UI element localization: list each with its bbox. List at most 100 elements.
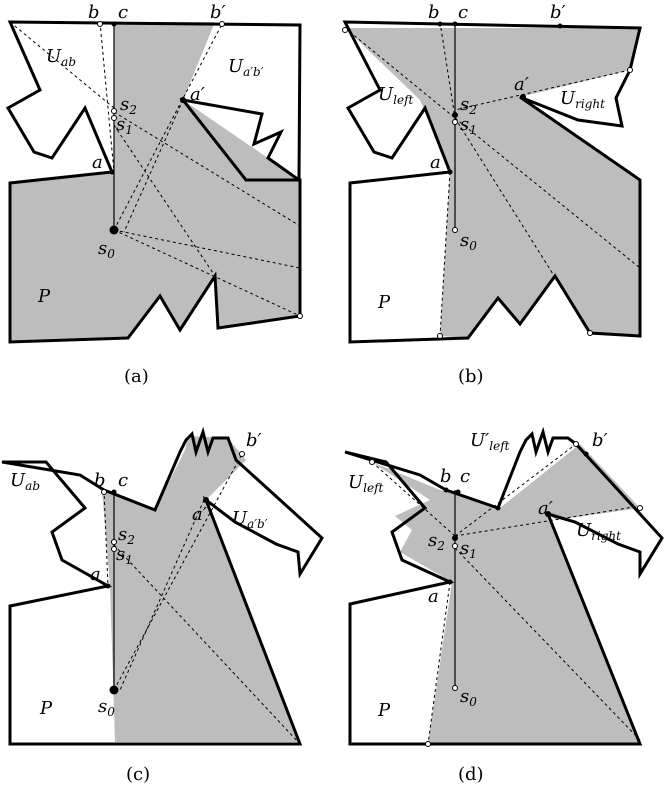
panel-c-dotted-ray-3 — [103, 489, 109, 587]
panel-d-polygon — [344, 426, 664, 746]
panel-d-dotted-ray-4 — [454, 547, 641, 741]
panel-a-label-U-apbp: Ua′b′ — [228, 56, 264, 79]
panel-c-polygon — [1, 426, 324, 746]
panel-d-point-s2 — [452, 535, 458, 541]
panel-c-label-b-prime: b′ — [246, 430, 262, 451]
panel-b-label-b-prime: b′ — [550, 2, 566, 23]
panel-d-label-a-prime: a′ — [538, 498, 553, 519]
panel-d-label-U-left-prime: U′left — [470, 430, 510, 453]
panel-a-point-end-1 — [297, 313, 303, 319]
panel-c-point-s1 — [111, 546, 117, 552]
panel-b-dotted-ray-3 — [454, 117, 641, 269]
panel-a: b c b′ Uab Ua′b′ a′ s2 s1 a s0 P (a) — [5, 2, 303, 387]
panel-b-point-s1 — [452, 119, 458, 125]
panel-b-point-b — [437, 21, 443, 27]
panel-d-point-bottom — [425, 741, 431, 747]
panel-d-caption: (d) — [458, 764, 484, 785]
panel-b-point-a-prime — [520, 94, 526, 100]
panel-b-dotted-ray-4 — [454, 117, 591, 334]
panel-a-dotted-line-Uab — [9, 21, 115, 109]
panel-b-point-bottom-1 — [437, 333, 443, 339]
panel-a-visible-region — [10, 22, 300, 342]
panel-d-point-right-end — [637, 505, 643, 511]
panel-c-label-s0: s0 — [98, 696, 115, 719]
panel-a-label-s0: s0 — [98, 238, 115, 261]
panel-a-point-s1 — [111, 115, 117, 121]
panel-b-caption: (b) — [458, 366, 484, 387]
panel-a-label-c: c — [118, 2, 128, 23]
panel-d-label-b-prime: b′ — [592, 430, 608, 451]
panel-d-dotted-ray-3 — [454, 505, 641, 537]
panel-c-point-s2 — [111, 539, 117, 545]
panel-a-dotted-line-b — [99, 21, 115, 173]
panel-b-dotted-ray-6 — [439, 21, 456, 119]
panel-a-point-a — [109, 169, 115, 175]
panel-c-label-P: P — [39, 698, 53, 719]
panel-c: b c b′ Uab Ua′b′ a′ s2 s1 a s0 P (c) — [1, 426, 324, 785]
panel-b-label-s1: s1 — [460, 114, 477, 137]
panel-c-label-a-prime: a′ — [192, 504, 207, 525]
panel-b-point-bottom-2 — [587, 330, 593, 336]
panel-b-point-b-prime — [557, 23, 563, 29]
panel-d-point-a — [447, 579, 453, 585]
panel-d-label-U-left: Uleft — [348, 472, 384, 495]
panel-b-label-a-prime: a′ — [514, 74, 529, 95]
panel-d-point-s1 — [452, 543, 458, 549]
panel-d-point-c — [455, 489, 461, 495]
panel-b: b c b′ Uleft Uright a′ s2 s1 a s0 P (b) — [342, 2, 642, 387]
panel-b-label-a: a — [430, 152, 441, 173]
panel-b-point-c — [452, 21, 458, 27]
panel-a-dotted-ray-5 — [113, 124, 216, 277]
panel-c-point-b-prime — [239, 451, 245, 457]
panel-d-point-top — [573, 441, 579, 447]
panel-a-point-s0 — [109, 225, 119, 235]
panel-a-point-c — [111, 21, 117, 27]
panel-a-label-a-prime: a′ — [190, 84, 205, 105]
panel-c-point-s0 — [109, 685, 119, 695]
panel-b-label-s2: s2 — [460, 94, 477, 117]
panel-a-point-b-prime — [219, 21, 225, 27]
panel-a-label-s1: s1 — [116, 114, 133, 137]
panel-b-visible-region — [345, 28, 640, 338]
panel-d-label-c: c — [460, 466, 470, 487]
panel-a-label-s2: s2 — [120, 94, 137, 117]
panel-a-dotted-ray-1 — [113, 23, 223, 231]
panel-a-dotted-ray-4 — [113, 111, 301, 227]
panel-d-point-a-prime — [545, 511, 551, 517]
panel-b-point-a — [447, 169, 453, 175]
panel-a-label-b: b — [88, 2, 100, 23]
panel-a-point-s2 — [111, 108, 117, 114]
panel-b-point-left-end — [342, 27, 348, 33]
panel-c-dotted-ray-1 — [113, 453, 243, 691]
panel-d-label-a: a — [428, 586, 439, 607]
panel-d-point-mid — [495, 505, 501, 511]
panel-a-dotted-line-a-prime — [123, 99, 184, 233]
panel-a-point-a-prime — [180, 97, 186, 103]
panel-b-point-right-end — [627, 67, 633, 73]
panel-b-point-s2 — [452, 112, 458, 118]
panel-c-point-c — [111, 489, 117, 495]
panel-c-dotted-line-a-prime — [119, 499, 205, 691]
panel-c-label-U-ab: Uab — [10, 470, 40, 493]
panel-c-label-b: b — [94, 470, 106, 491]
panel-c-label-a: a — [90, 564, 101, 585]
panel-b-point-s0 — [452, 227, 458, 233]
panel-c-point-a — [105, 583, 111, 589]
panel-a-label-U-ab: Uab — [46, 46, 76, 69]
panel-c-point-a-prime — [203, 497, 209, 503]
panel-c-label-s1: s1 — [116, 544, 133, 567]
panel-d-label-P: P — [377, 700, 391, 721]
panel-c-point-b — [101, 489, 107, 495]
panel-d: U′left b′ Uleft b c a′ Uright s2 s1 a s0… — [344, 426, 664, 785]
panel-a-dotted-ray-2 — [113, 229, 301, 269]
panel-a-label-b-prime: b′ — [210, 2, 226, 23]
panel-b-polygon — [342, 20, 642, 344]
panel-d-point-s0 — [452, 685, 458, 691]
panel-d-point-left-end — [369, 459, 375, 465]
panel-d-visible-region — [372, 444, 640, 744]
panel-d-label-s1: s1 — [460, 538, 477, 561]
panel-c-visible-region — [102, 436, 300, 742]
panel-d-label-s2: s2 — [428, 530, 445, 553]
panel-c-label-U-apbp: Ua′b′ — [232, 508, 268, 531]
